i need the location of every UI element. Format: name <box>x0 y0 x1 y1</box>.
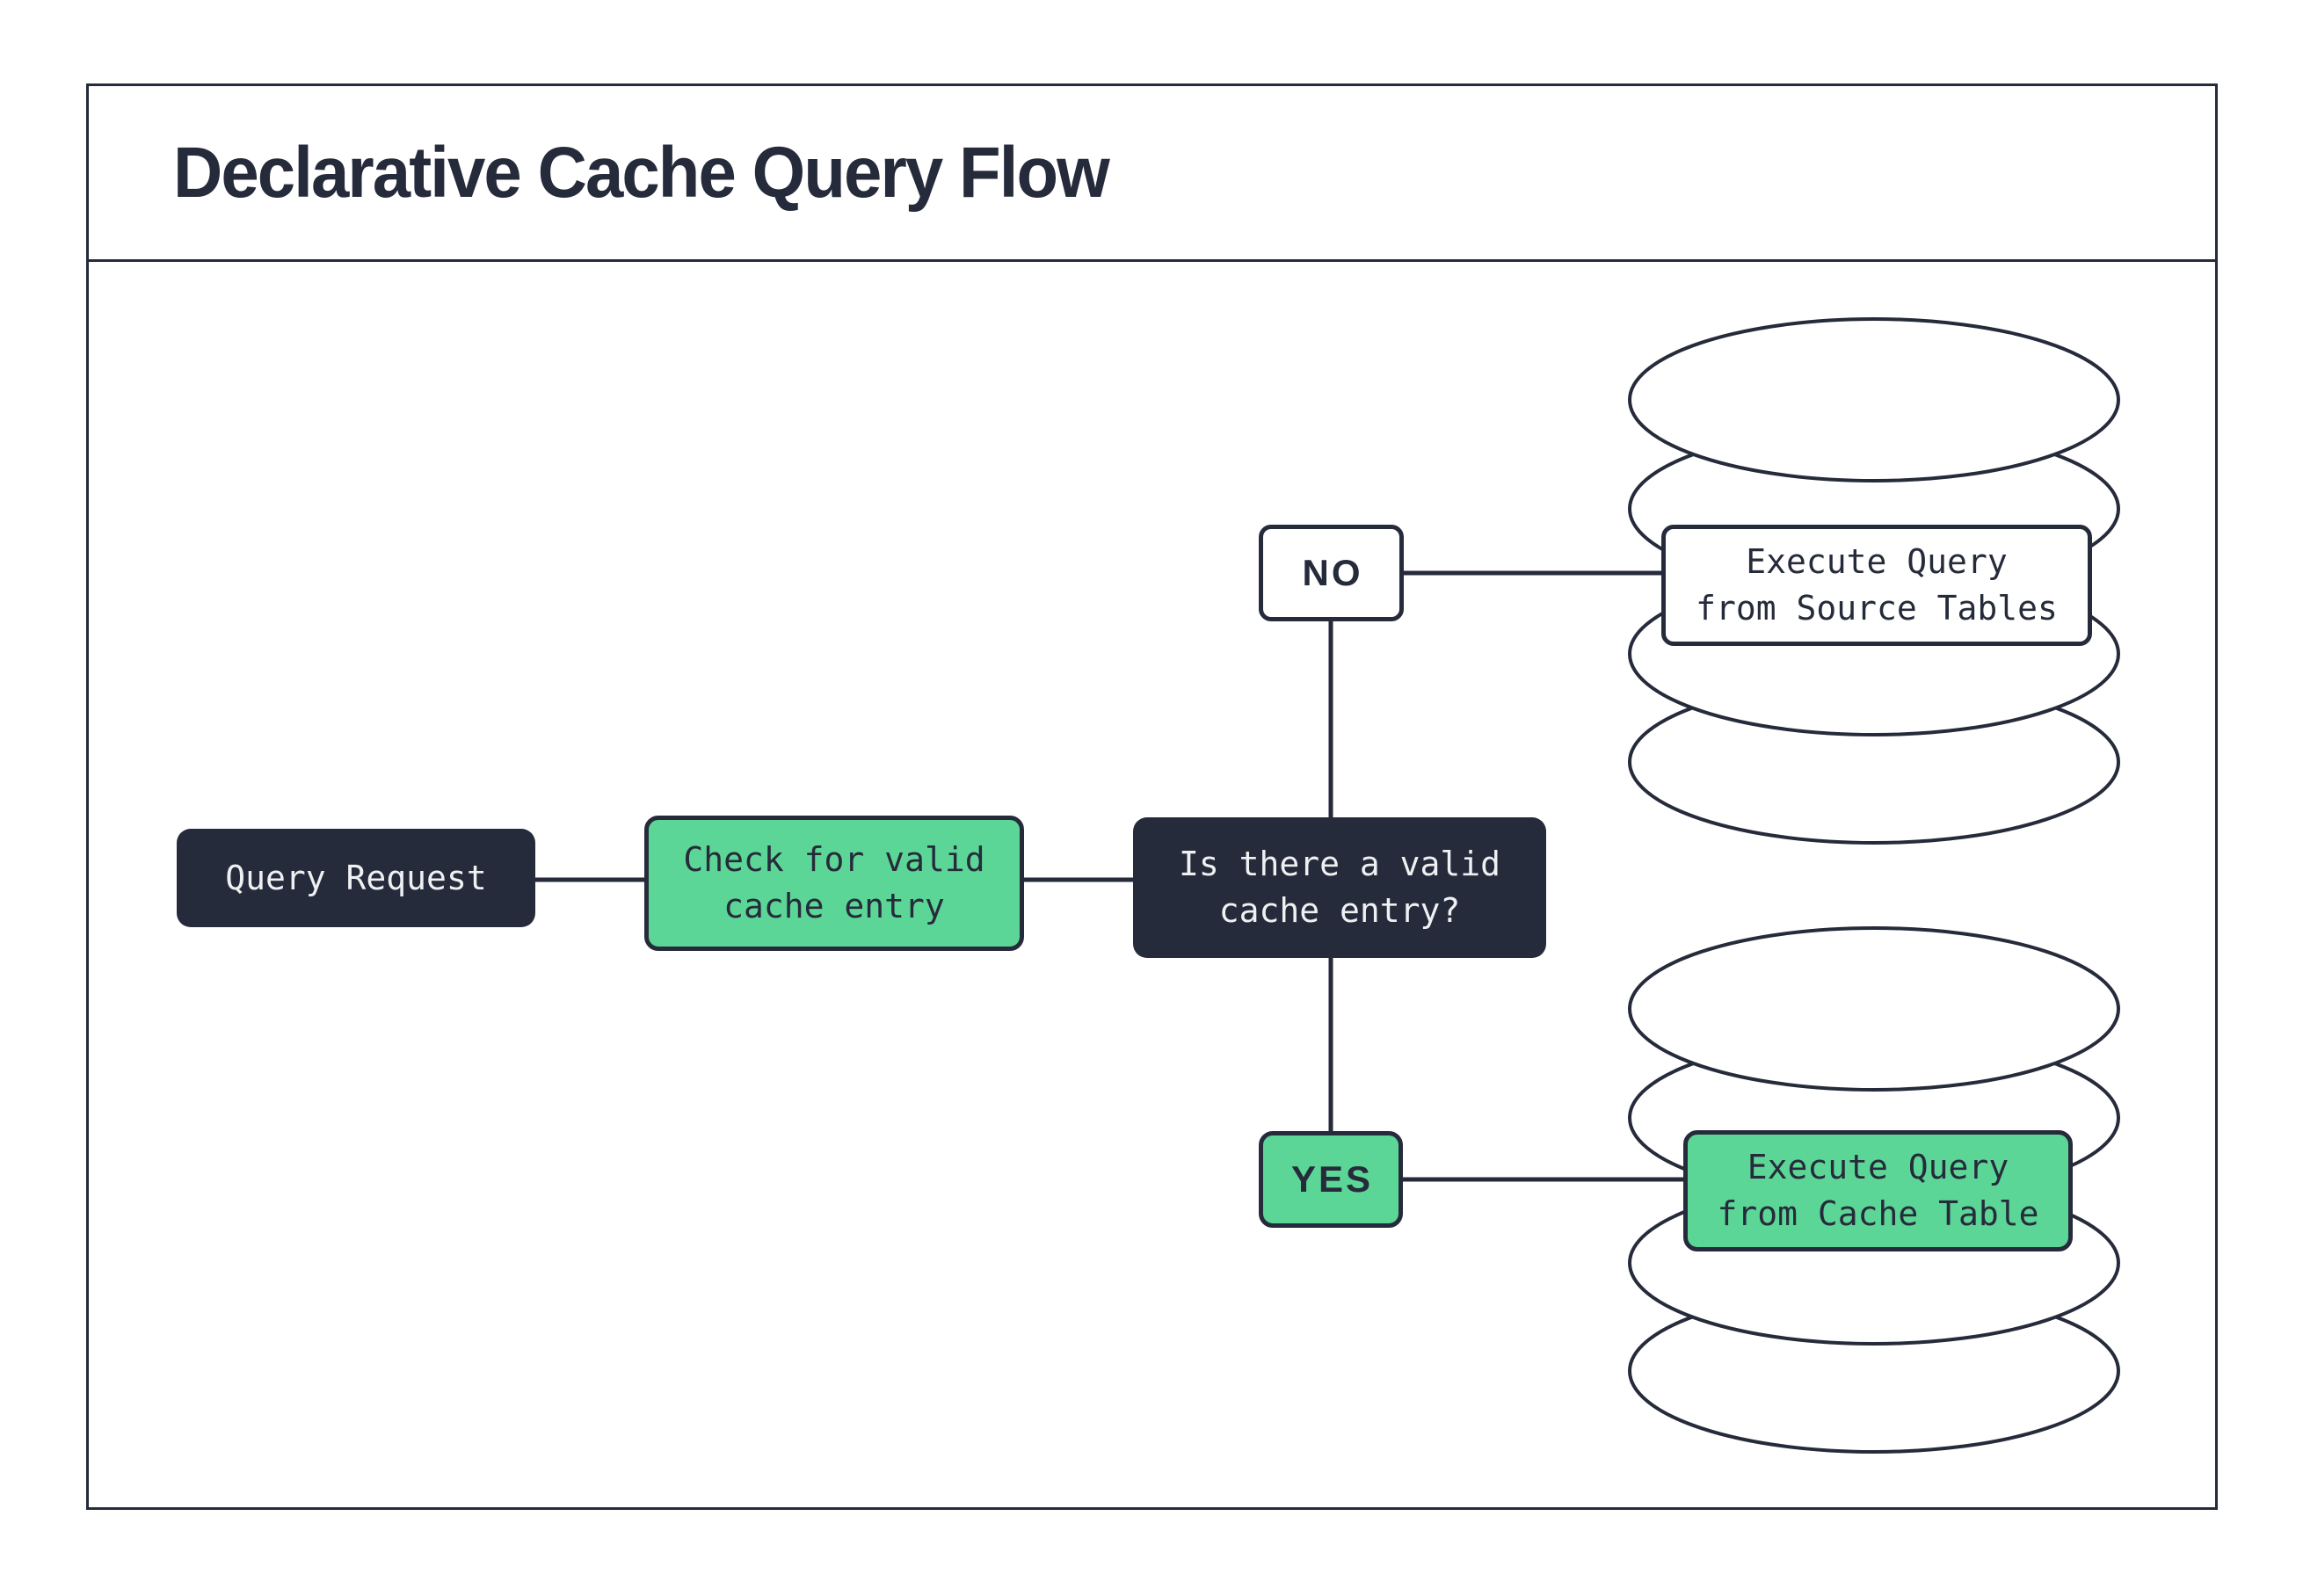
cache-db-action-label: Execute Query from Cache Table <box>1683 1130 2073 1251</box>
no-branch-text: NO <box>1302 552 1363 593</box>
diagram-frame: Declarative Cache Query Flow <box>86 83 2218 1510</box>
connector-lines <box>535 570 1687 1182</box>
no-branch-label: NO <box>1259 525 1404 621</box>
query-request-node: Query Request <box>177 829 535 927</box>
page-title: Declarative Cache Query Flow <box>173 132 1110 213</box>
decision-node: Is there a valid cache entry? <box>1133 817 1546 958</box>
yes-branch-label: YES <box>1259 1131 1403 1228</box>
check-cache-node: Check for valid cache entry <box>644 816 1024 951</box>
title-bar: Declarative Cache Query Flow <box>89 86 2215 262</box>
source-db-action-label: Execute Query from Source Tables <box>1661 525 2092 646</box>
yes-branch-text: YES <box>1290 1158 1374 1200</box>
